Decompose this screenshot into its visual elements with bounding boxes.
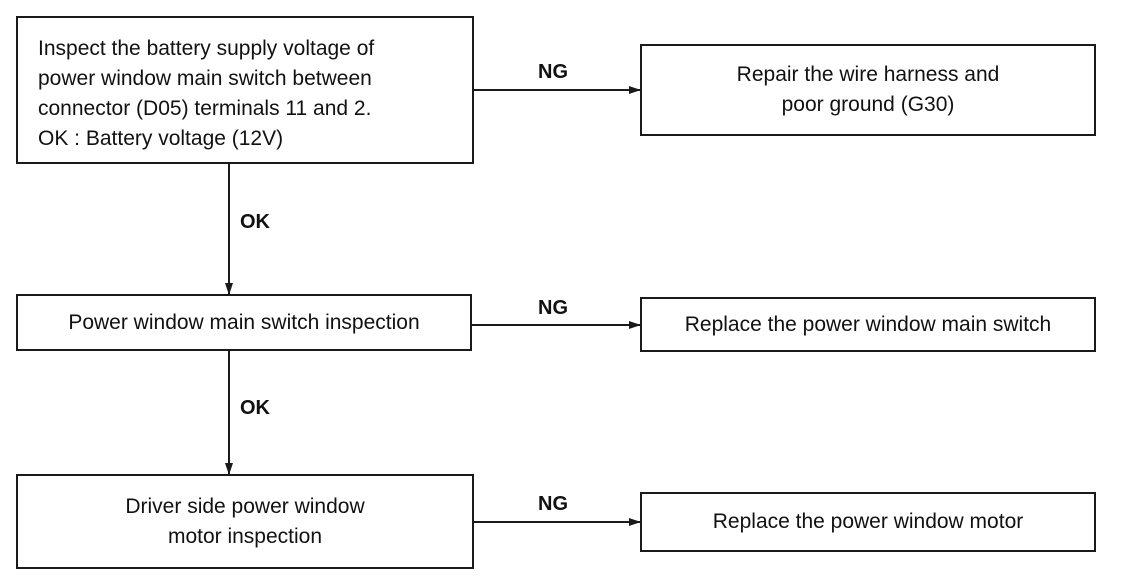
ng-action-1-line-2: poor ground (G30): [781, 93, 955, 116]
step-box-1: Inspect the battery supply voltage of po…: [16, 16, 474, 164]
ng-action-box-3: Replace the power window motor: [640, 492, 1096, 552]
ok-label-1: OK: [240, 211, 270, 233]
ng-label-1: NG: [538, 61, 568, 83]
step-3-line-2: motor inspection: [167, 524, 323, 548]
ok-label-2: OK: [240, 397, 270, 419]
step-1-line-3: connector (D05) terminals 11 and 2.: [38, 97, 372, 120]
step-box-3: Driver side power window motor inspectio…: [16, 474, 474, 569]
step-1-line-1: Inspect the battery supply voltage of: [38, 37, 375, 60]
step-2-line-1: Power window main switch inspection: [68, 310, 420, 334]
ng-action-2-line-1: Replace the power window main switch: [684, 312, 1052, 336]
step-3-line-1: Driver side power window: [125, 494, 365, 518]
ng-label-3: NG: [538, 493, 568, 515]
step-1-line-2: power window main switch between: [38, 67, 372, 90]
ng-action-1-line-1: Repair the wire harness and: [736, 63, 1000, 86]
ng-action-box-1: Repair the wire harness and poor ground …: [640, 44, 1096, 136]
step-box-2: Power window main switch inspection: [16, 294, 472, 351]
step-1-line-4: OK : Battery voltage (12V): [38, 127, 284, 150]
ng-action-3-line-1: Replace the power window motor: [712, 510, 1024, 533]
ng-label-2: NG: [538, 297, 568, 319]
ng-action-box-2: Replace the power window main switch: [640, 297, 1096, 352]
